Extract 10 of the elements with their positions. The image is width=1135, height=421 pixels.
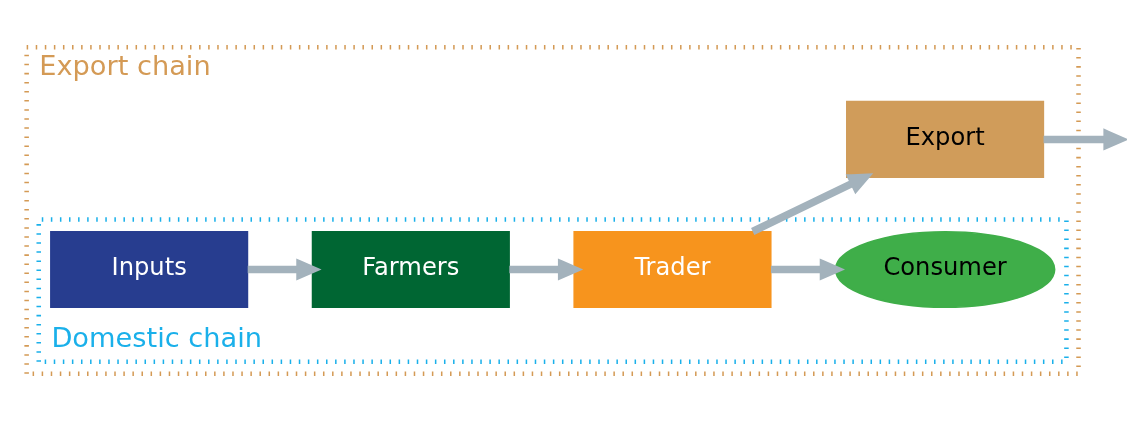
arrow: [1043, 128, 1127, 151]
node-ellipse: Consumer: [834, 230, 1056, 309]
arrow: [509, 258, 584, 281]
node-box: Export: [846, 100, 1045, 178]
node-box: Farmers: [311, 230, 510, 309]
arrow: [247, 258, 322, 281]
arrow: [770, 258, 846, 281]
arrow: [751, 173, 874, 235]
node-box: Trader: [573, 230, 772, 309]
node-box: Inputs: [50, 230, 249, 309]
